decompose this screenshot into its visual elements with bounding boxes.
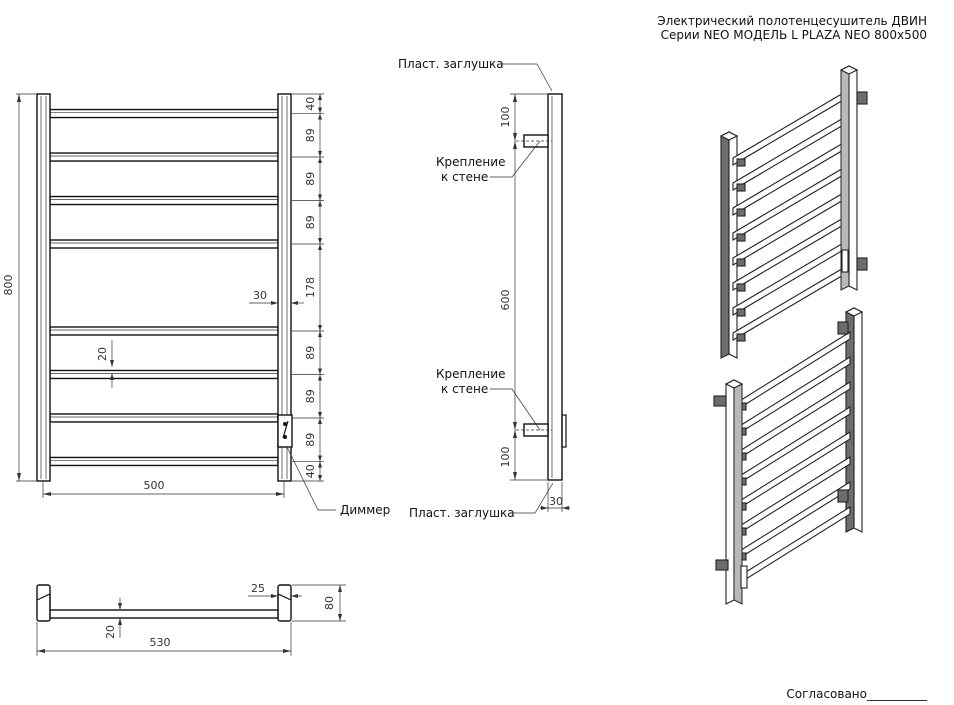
front-bar: [49, 195, 279, 206]
width-dim-label: 500: [144, 479, 165, 492]
front-bars: [49, 108, 279, 467]
iso1-bars: [732, 91, 846, 342]
iso2-bars: [737, 331, 851, 586]
top-overall-label: 530: [150, 636, 171, 649]
mount-bottom-label-1: Крепление: [436, 367, 505, 381]
dimmer-label: Диммер: [340, 503, 390, 517]
top-bar-label: 20: [104, 625, 117, 639]
height-dim-label: 800: [2, 275, 15, 296]
left-post: [36, 93, 51, 482]
spacing-label: 89: [304, 346, 317, 360]
front-view: 800 500 40 89 89 89 178 89 89 89 40 30 20 Диммер: [2, 93, 390, 517]
bar-thickness-label: 20: [96, 347, 109, 361]
plug-bottom-label: Пласт. заглушка: [409, 506, 515, 520]
top-left-post: [36, 584, 51, 622]
mount-top-label-2: к стене: [441, 170, 488, 184]
spacing-label: 89: [304, 389, 317, 403]
front-bar: [49, 108, 279, 119]
front-bar: [49, 152, 279, 162]
iso1-mount-top: [856, 91, 868, 105]
side-top-offset-label: 100: [499, 107, 512, 128]
right-post: [277, 93, 292, 482]
side-post: [547, 93, 563, 481]
iso2-dimmer: [740, 565, 748, 589]
isometric-view-front: [713, 307, 864, 605]
mount-top-label-1: Крепление: [436, 155, 505, 169]
front-bar: [49, 456, 279, 467]
iso1-rear-post-side: [720, 131, 730, 359]
spacing-dim-labels: 40 89 89 89 178 89 89 89 40: [304, 97, 317, 478]
spacing-label: 40: [304, 97, 317, 111]
top-view: 530 25 80 20: [36, 582, 346, 656]
spacing-label: 89: [304, 128, 317, 142]
title-line-1: Электрический полотенцесушитель ДВИН: [657, 14, 927, 28]
front-bar: [49, 239, 279, 249]
plug-top-label: Пласт. заглушка: [398, 57, 504, 71]
iso2-mount-bottom: [715, 559, 729, 571]
spacing-label: 89: [304, 215, 317, 229]
front-bar: [49, 326, 279, 336]
side-mid-label: 600: [499, 290, 512, 311]
side-depth-label: 30: [549, 495, 563, 508]
dimmer-knob-top: [283, 422, 287, 426]
front-bar: [49, 369, 279, 380]
spacing-dim-ticks: [292, 93, 324, 482]
top-post-label: 25: [251, 582, 265, 595]
mount-bottom-label-2: к стене: [441, 382, 488, 396]
top-right-post: [277, 584, 292, 622]
side-view: 100 600 100 30 Пласт. заглушка Крепление…: [398, 57, 570, 520]
spacing-label: 40: [304, 464, 317, 478]
iso1-dimmer: [841, 249, 849, 273]
side-bottom-offset-label: 100: [499, 447, 512, 468]
spacing-label: 89: [304, 433, 317, 447]
front-bar: [49, 413, 279, 423]
top-bar: [49, 609, 279, 619]
iso1-mount-bottom: [856, 257, 868, 271]
spacing-label: 178: [304, 277, 317, 298]
top-depth-label: 80: [323, 596, 336, 610]
iso2-mount-top: [713, 395, 727, 407]
isometric-view-back: [719, 65, 868, 359]
approved-label: Согласовано__________: [786, 687, 928, 701]
spacing-label: 89: [304, 172, 317, 186]
bar-offset-label: 30: [253, 289, 267, 302]
title-line-2: Серии NEO МОДЕЛЬ L PLAZA NEO 800х500: [661, 28, 927, 42]
